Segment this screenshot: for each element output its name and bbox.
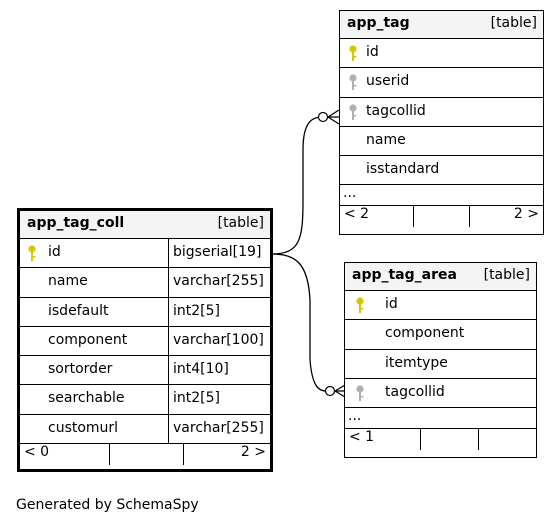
table-kind: [table] [490, 15, 537, 31]
column-type: int4[10] [168, 356, 270, 385]
footer-divider [478, 429, 479, 451]
column-name: tagcollid [366, 102, 426, 119]
parents-count: < 2 [344, 206, 370, 223]
table-header: app_tag_area [table] [345, 263, 536, 291]
column-row: name varchar[255] [20, 268, 270, 298]
link-app-tag-area-optional-circle [324, 385, 336, 397]
column-name: tagcollid [385, 383, 445, 400]
parents-count: < 0 [24, 444, 50, 461]
primary-key-icon [349, 45, 357, 61]
column-type: int2[5] [168, 385, 270, 414]
column-row: tagcollid [345, 379, 536, 409]
footer-divider [183, 444, 184, 466]
column-name: component [385, 325, 465, 342]
column-name: component [48, 331, 128, 348]
column-row: id [340, 39, 543, 69]
column-row: id bigserial[19] [20, 239, 270, 269]
parents-count: < 1 [349, 429, 375, 446]
more-columns: ... [340, 185, 543, 207]
link-app-tag-optional-circle [317, 111, 329, 123]
primary-key-icon [28, 245, 36, 261]
column-name: id [385, 296, 398, 312]
table-name: app_tag_coll [27, 215, 125, 231]
footer-divider [469, 206, 470, 228]
table-kind: [table] [483, 267, 530, 283]
table-kind: [table] [217, 215, 264, 231]
column-name: itemtype [385, 354, 448, 371]
foreign-key-icon [356, 385, 364, 401]
column-row: isdefault int2[5] [20, 297, 270, 327]
table-name: app_tag_area [352, 267, 457, 283]
children-count: 2 > [513, 206, 539, 223]
footer-divider [420, 429, 421, 451]
column-row: sortorder int4[10] [20, 356, 270, 386]
column-type: varchar[255] [168, 268, 270, 297]
more-columns-ellipsis: ... [348, 408, 362, 425]
table-footer: < 1 [345, 429, 536, 451]
column-row: itemtype [345, 350, 536, 379]
more-columns: ... [345, 408, 536, 430]
table-name: app_tag [347, 15, 410, 31]
link-app-tag-crowfoot [327, 109, 340, 125]
primary-key-icon [356, 297, 364, 313]
column-row: component varchar[100] [20, 326, 270, 357]
column-name: userid [366, 73, 410, 90]
table-header: app_tag [table] [340, 11, 543, 39]
link-app-tag-area [270, 253, 327, 392]
column-name: id [48, 244, 61, 260]
children-count: 2 > [240, 444, 266, 461]
footer-divider [413, 206, 414, 228]
column-type: varchar[255] [168, 414, 270, 444]
foreign-key-icon [349, 103, 357, 120]
column-row: userid [340, 68, 543, 98]
table-header: app_tag_coll [table] [20, 211, 270, 239]
column-type: varchar[100] [168, 326, 270, 356]
column-row: component [345, 320, 536, 350]
column-name: isdefault [48, 302, 109, 319]
column-name: name [48, 273, 88, 290]
column-name: id [366, 44, 379, 60]
link-app-tag-area-crowfoot [334, 384, 346, 398]
column-row: isstandard [340, 156, 543, 186]
foreign-key-icon [349, 74, 357, 91]
column-name: searchable [48, 390, 125, 407]
column-name: name [366, 131, 406, 148]
column-row: tagcollid [340, 98, 543, 127]
link-app-tag [270, 116, 323, 255]
column-row: id [345, 291, 536, 321]
column-name: sortorder [48, 361, 113, 378]
more-columns-ellipsis: ... [343, 185, 357, 202]
column-type: bigserial[19] [168, 239, 270, 268]
generated-by-caption: Generated by SchemaSpy [16, 497, 199, 513]
column-row: customurl varchar[255] [20, 414, 270, 445]
column-name: isstandard [366, 161, 440, 178]
table-app-tag[interactable]: app_tag [table] id userid tagcollid name… [339, 10, 544, 235]
footer-divider [109, 444, 110, 466]
column-row: searchable int2[5] [20, 385, 270, 415]
column-row: name [340, 127, 543, 157]
column-name: customurl [48, 419, 119, 436]
column-type: int2[5] [168, 297, 270, 326]
table-footer: < 2 2 > [340, 206, 543, 228]
table-app-tag-coll[interactable]: app_tag_coll [table] id bigserial[19] na… [17, 208, 273, 472]
table-app-tag-area[interactable]: app_tag_area [table] id component itemty… [344, 262, 537, 458]
table-footer: < 0 2 > [20, 444, 270, 466]
